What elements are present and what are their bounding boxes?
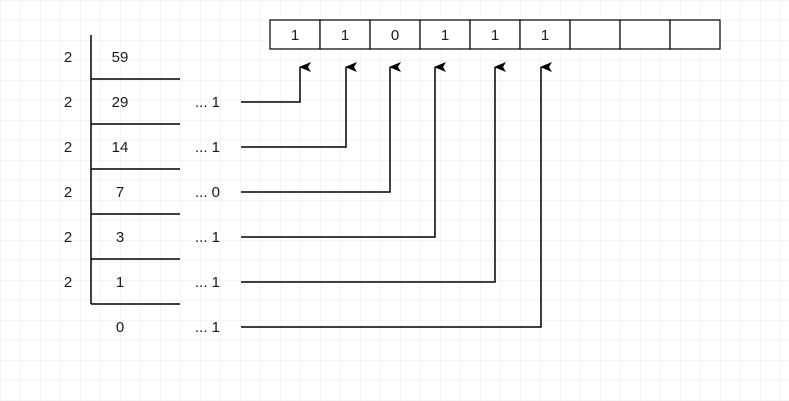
remainder-label: ... 0 (195, 184, 220, 201)
divisor-label: 2 (64, 139, 72, 156)
quotient-value: 3 (116, 229, 124, 246)
binary-digit: 1 (541, 27, 549, 44)
binary-cell (319, 19, 371, 50)
binary-digit: 1 (341, 27, 349, 44)
connector-arrow (241, 62, 506, 283)
connector-arrow (241, 62, 357, 148)
binary-digit: 1 (441, 27, 449, 44)
remainder-label: ... 1 (195, 139, 220, 156)
connector-arrow (241, 62, 446, 238)
quotient-value: 7 (116, 184, 124, 201)
divisor-label: 2 (64, 274, 72, 291)
binary-cell (669, 19, 721, 50)
divisor-label: 2 (64, 94, 72, 111)
binary-cell (369, 19, 421, 50)
remainder-label: ... 1 (195, 274, 220, 291)
binary-digit: 1 (491, 27, 499, 44)
connector-arrow (241, 62, 401, 193)
remainder-label: ... 1 (195, 94, 220, 111)
divisor-label: 2 (64, 229, 72, 246)
binary-result-row: 1 1 0 1 1 1 (269, 19, 721, 50)
remainder-label: ... 1 (195, 319, 220, 336)
binary-cell (569, 19, 621, 50)
quotient-value: 59 (112, 49, 129, 66)
binary-cell (619, 19, 671, 50)
connector-arrow (241, 62, 311, 103)
binary-digit: 0 (391, 27, 399, 44)
quotient-value: 29 (112, 94, 129, 111)
connector-arrow (241, 62, 552, 328)
connector-arrows (241, 62, 552, 328)
quotient-value: 14 (112, 139, 129, 156)
divisor-label: 2 (64, 49, 72, 66)
remainder-label: ... 1 (195, 229, 220, 246)
binary-cell (469, 19, 521, 50)
binary-digit: 1 (291, 27, 299, 44)
quotient-value: 0 (116, 319, 124, 336)
quotient-value: 1 (116, 274, 124, 291)
division-table: 2 59 2 29 ... 1 2 14 ... 1 2 7 ... 0 2 3… (64, 35, 220, 336)
binary-cell (269, 19, 321, 50)
divisor-label: 2 (64, 184, 72, 201)
